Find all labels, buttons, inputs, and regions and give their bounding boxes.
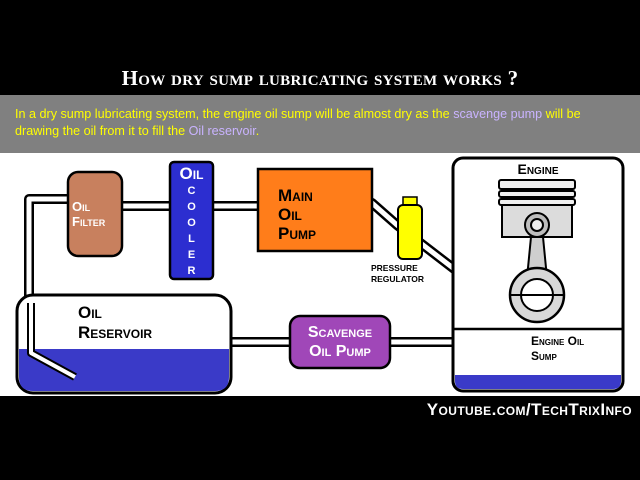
description-text-2: will be drawing the oil from it to fill …: [15, 107, 581, 138]
oil-cooler-label: Oil C O O L E R: [179, 164, 204, 278]
description-text-1: In a dry sump lubricating system, the en…: [15, 107, 454, 121]
engine-sump-oil: [455, 375, 621, 389]
main-pump-label: Main Oil Pump: [278, 186, 317, 243]
diagram-svg: [15, 156, 625, 395]
pressure-regulator-label: PRESSURE REGULATOR: [371, 263, 425, 284]
description-text-3: .: [255, 124, 260, 138]
diagram-area: Oil Filter Oil C O O L E R Main Oil Pump…: [0, 153, 640, 396]
oil-cooler-body: [168, 160, 215, 281]
oil-filter-body: [66, 170, 124, 258]
description-banner: In a dry sump lubricating system, the en…: [0, 95, 640, 153]
description-highlight-scavenge: scavenge pump: [453, 107, 543, 121]
scavenge-pump-label: Scavenge Oil Pump: [307, 324, 373, 360]
page-title: How dry sump lubricating system works ?: [121, 66, 519, 90]
oil-reservoir-oil: [19, 349, 229, 391]
piston-icon: [498, 179, 576, 324]
engine-label: Engine: [517, 161, 559, 177]
description-highlight-reservoir: Oil reservoir: [188, 124, 256, 138]
engine-oil-sump-label: Engine Oil Sump: [531, 334, 585, 363]
oil-reservoir-label: Oil Reservoir: [78, 303, 153, 342]
pressure-regulator-icon: [397, 196, 423, 260]
oil-filter-label: Oil Filter: [72, 199, 106, 229]
main-pump-body: [256, 167, 374, 253]
scavenge-pump-body: [288, 314, 392, 370]
channel-watermark: Youtube.com/TechTrixInfo: [426, 400, 632, 419]
